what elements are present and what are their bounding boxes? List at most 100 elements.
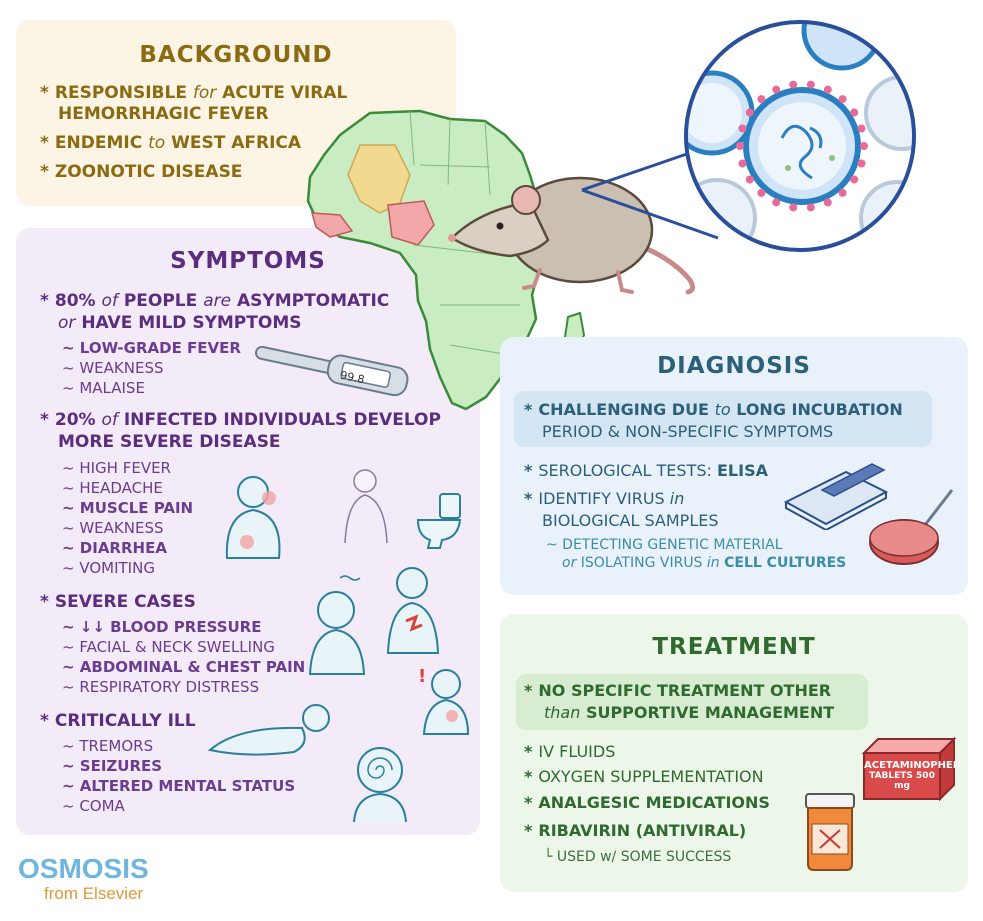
virus-spike bbox=[738, 124, 747, 133]
elisa-plate-icon bbox=[783, 463, 889, 530]
svg-text:!: ! bbox=[418, 666, 426, 687]
asterisk-icon: * bbox=[40, 162, 49, 182]
diagnosis-item-1-line1: *CHALLENGING DUE to LONG INCUBATION bbox=[524, 400, 903, 419]
diagnosis-item-1-line2: PERIOD & NON-SPECIFIC SYMPTOMS bbox=[542, 422, 834, 441]
diagnosis-title: DIAGNOSIS bbox=[657, 353, 811, 379]
treatment-item: *IV FLUIDS bbox=[524, 742, 616, 761]
diagnosis-item-3-line1: *IDENTIFY VIRUS in bbox=[524, 489, 685, 508]
asterisk-icon: * bbox=[40, 133, 49, 153]
virus-spike bbox=[745, 175, 754, 184]
treatment-item: *ANALGESIC MEDICATIONS bbox=[524, 793, 770, 812]
pill-bottle-icon bbox=[805, 793, 855, 871]
symptom-item: ~ ABDOMINAL & CHEST PAIN bbox=[62, 658, 306, 676]
respiratory-distress-person-icon: ! bbox=[418, 666, 470, 735]
asterisk-icon: * bbox=[524, 400, 533, 419]
symptoms-group-1-line1: *80% of PEOPLE are ASYMPTOMATIC bbox=[40, 291, 390, 311]
asterisk-icon: * bbox=[40, 592, 49, 612]
symptom-item: ~ VOMITING bbox=[62, 559, 155, 577]
symptom-item: ~ COMA bbox=[62, 797, 125, 815]
symptoms-title: SYMPTOMS bbox=[170, 248, 326, 274]
symptoms-group-2-line2: MORE SEVERE DISEASE bbox=[58, 432, 281, 452]
background-item-1-line2: HEMORRHAGIC FEVER bbox=[58, 104, 269, 124]
asterisk-icon: * bbox=[40, 83, 49, 103]
asterisk-icon: * bbox=[524, 793, 533, 812]
asterisk-icon: * bbox=[40, 291, 49, 311]
symptom-item: ~ FACIAL & NECK SWELLING bbox=[62, 638, 275, 656]
virus-spike bbox=[857, 124, 866, 133]
virus-spike bbox=[789, 80, 798, 89]
virus-spike bbox=[823, 85, 832, 94]
thermometer-icon bbox=[255, 345, 409, 397]
symptom-item: ~ MALAISE bbox=[62, 379, 145, 397]
treatment-item-1-line2: than SUPPORTIVE MANAGEMENT bbox=[544, 703, 835, 722]
virus-spike bbox=[789, 203, 798, 212]
virus-spike bbox=[823, 198, 832, 207]
symptom-item: ~ RESPIRATORY DISTRESS bbox=[62, 678, 260, 696]
symptom-item: ~ WEAKNESS bbox=[62, 359, 164, 377]
virus-spike bbox=[745, 108, 754, 117]
symptoms-group-1-line2: or HAVE MILD SYMPTOMS bbox=[58, 313, 302, 333]
lying-person-icon bbox=[207, 704, 330, 756]
asterisk-icon: * bbox=[524, 681, 533, 700]
africa-map bbox=[306, 109, 586, 411]
virus-spike bbox=[838, 188, 847, 197]
diagnosis-panel: DIAGNOSIS *CHALLENGING DUE to LONG INCUB… bbox=[500, 337, 968, 595]
diagnosis-sub-1: ~ DETECTING GENETIC MATERIAL bbox=[546, 537, 783, 553]
diagnosis-sub-2: or ISOLATING VIRUS in CELL CULTURES bbox=[562, 555, 847, 571]
weakness-person-icon bbox=[344, 469, 388, 544]
virus-spike bbox=[850, 175, 859, 184]
acetaminophen-box-label: ACETAMINOPHEN TABLETS 500 mg bbox=[864, 760, 962, 791]
symptom-item: ~ MUSCLE PAIN bbox=[62, 499, 194, 517]
petri-dish-icon bbox=[869, 489, 954, 565]
diagnosis-item-3-line2: BIOLOGICAL SAMPLES bbox=[542, 511, 719, 530]
virus-spike bbox=[838, 95, 847, 104]
virus-spike bbox=[757, 188, 766, 197]
diagnosis-item-2: *SEROLOGICAL TESTS: ELISA bbox=[524, 461, 768, 480]
symptom-item: ~ HIGH FEVER bbox=[62, 459, 171, 477]
treatment-item: *RIBAVIRIN (ANTIVIRAL) bbox=[524, 821, 747, 840]
asterisk-icon: * bbox=[524, 489, 533, 508]
virus-spike bbox=[806, 203, 815, 212]
virus-spikes bbox=[736, 80, 868, 212]
rat-illustration bbox=[448, 176, 696, 295]
symptom-item: ~ ↓↓ BLOOD PRESSURE bbox=[62, 618, 262, 636]
virus-spike bbox=[736, 142, 744, 150]
abdominal-pain-person-icon bbox=[386, 567, 440, 654]
background-item-2: *ENDEMIC to WEST AFRICA bbox=[40, 133, 302, 153]
asterisk-icon: * bbox=[40, 711, 49, 731]
toilet-icon bbox=[416, 493, 462, 549]
treatment-item: *OXYGEN SUPPLEMENTATION bbox=[524, 767, 764, 786]
virus-spike bbox=[757, 95, 766, 104]
background-title: BACKGROUND bbox=[139, 42, 333, 68]
symptom-item: ~ LOW-GRADE FEVER bbox=[62, 339, 241, 357]
muscle-pain-person-icon bbox=[225, 476, 281, 559]
virus-spike bbox=[860, 142, 868, 150]
treatment-highlight bbox=[516, 674, 868, 730]
virus-spike bbox=[806, 80, 815, 89]
virus-magnified-circle bbox=[684, 20, 916, 252]
background-item-3: *ZOONOTIC DISEASE bbox=[40, 162, 243, 182]
symptoms-group-4: *CRITICALLY ILL bbox=[40, 711, 196, 731]
symptom-item: ~ ALTERED MENTAL STATUS bbox=[62, 777, 296, 795]
osmosis-logo-sub: from Elsevier bbox=[44, 884, 144, 903]
acetaminophen-box-icon bbox=[861, 736, 957, 802]
treatment-title: TREATMENT bbox=[652, 634, 816, 660]
symptom-item: ~ SEIZURES bbox=[62, 757, 163, 775]
symptoms-group-2-line1: *20% of INFECTED INDIVIDUALS DEVELOP bbox=[40, 410, 441, 430]
background-item-1: *RESPONSIBLE for ACUTE VIRAL bbox=[40, 83, 348, 103]
asterisk-icon: * bbox=[524, 821, 533, 840]
symptom-item: ~ HEADACHE bbox=[62, 479, 163, 497]
virus-spike bbox=[850, 108, 859, 117]
headache-person-icon bbox=[308, 575, 366, 675]
virus-spike bbox=[772, 85, 781, 94]
osmosis-logo: OSMOSIS bbox=[18, 853, 149, 884]
asterisk-icon: * bbox=[524, 461, 533, 480]
symptom-item: ~ WEAKNESS bbox=[62, 519, 164, 537]
diagnosis-highlight bbox=[514, 391, 932, 447]
asterisk-icon: * bbox=[40, 410, 49, 430]
treatment-item-1-line1: *NO SPECIFIC TREATMENT OTHER bbox=[524, 681, 832, 700]
symptom-item: ~ DIARRHEA bbox=[62, 539, 167, 557]
symptom-item: ~ TREMORS bbox=[62, 737, 154, 755]
symptoms-group-3: *SEVERE CASES bbox=[40, 592, 196, 612]
asterisk-icon: * bbox=[524, 767, 533, 786]
